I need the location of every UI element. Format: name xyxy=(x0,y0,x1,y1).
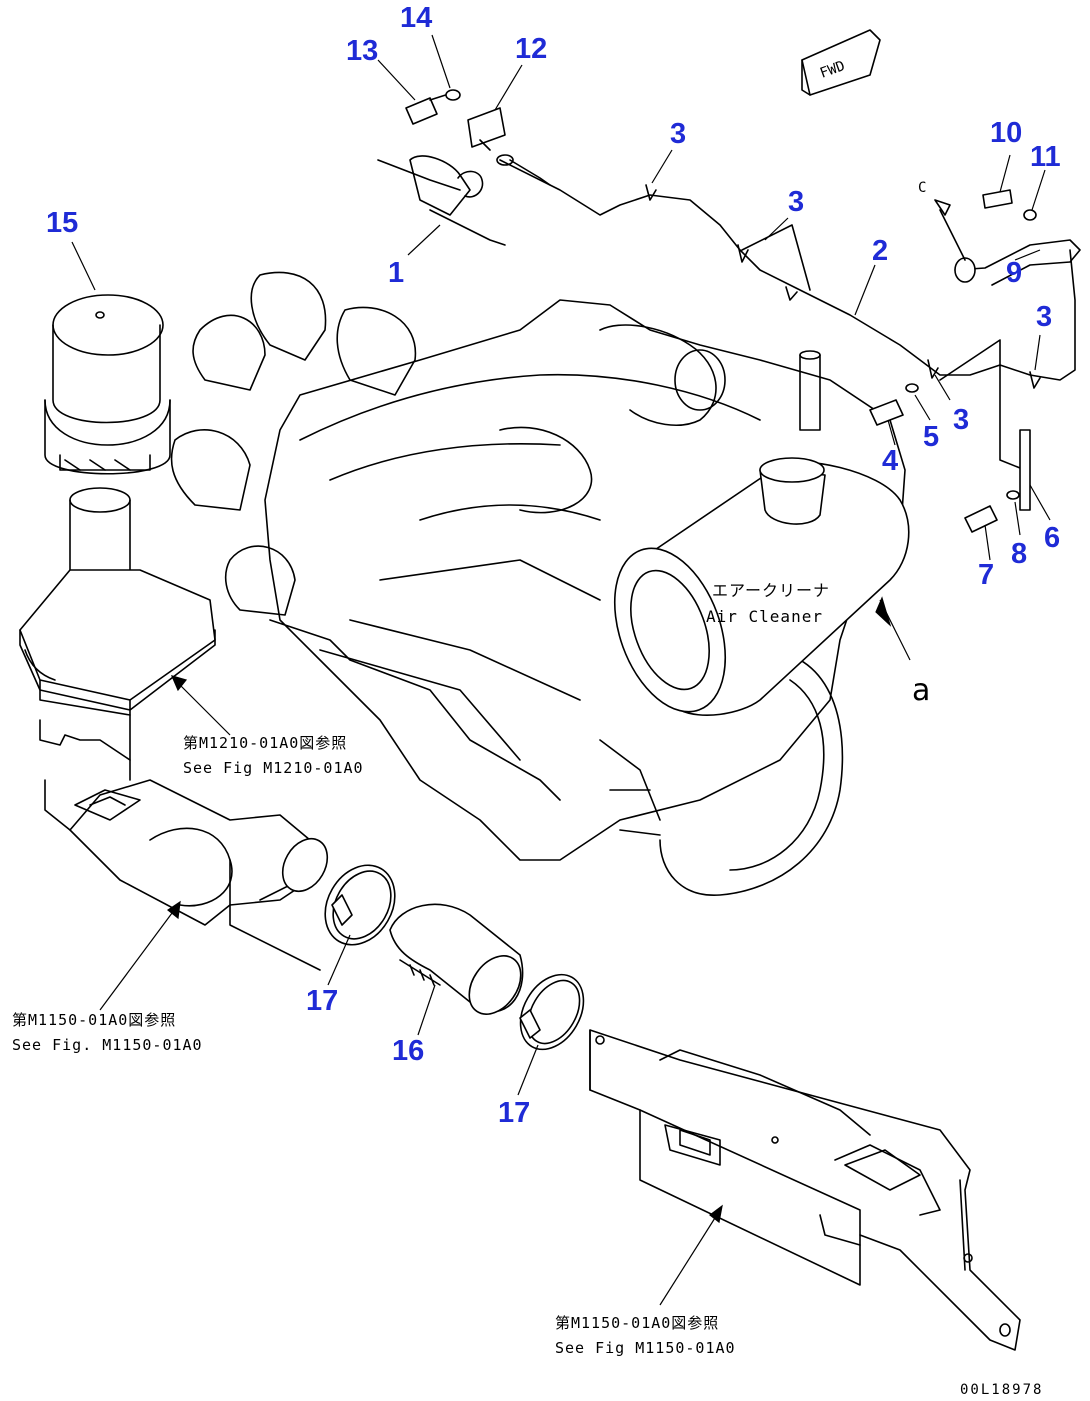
bottom-bracket xyxy=(589,1029,1021,1351)
leader-lines xyxy=(71,34,1051,1306)
part-number-9: 9 xyxy=(1006,257,1022,289)
part-number-3c: 3 xyxy=(1036,301,1052,333)
part-number-8: 8 xyxy=(1011,538,1027,570)
air-cleaner-label-jp: エアークリーナ xyxy=(712,581,830,600)
part-number-3d: 3 xyxy=(953,404,969,436)
clamps-and-hose xyxy=(324,864,585,1051)
part-number-10: 10 xyxy=(990,117,1022,149)
part-number-labels: 1 2 3 3 3 3 3 4 5 6 7 8 9 10 11 12 13 14… xyxy=(46,2,1061,1129)
air-cleaner-label-en: Air Cleaner xyxy=(706,607,823,626)
precleaner-and-duct xyxy=(19,294,329,971)
ref-1-jp: 第M1210-01A0図参照 xyxy=(183,734,347,752)
ref-3-jp: 第M1150-01A0図参照 xyxy=(555,1314,719,1332)
ref-2-jp: 第M1150-01A0図参照 xyxy=(12,1011,176,1029)
part-number-2: 2 xyxy=(872,235,888,267)
part-number-1: 1 xyxy=(388,257,404,289)
harness-drawing: C FWD xyxy=(377,29,1081,533)
detail-label-a: a xyxy=(912,673,930,708)
air-cleaner xyxy=(613,457,910,716)
ref-2-en: See Fig. M1150-01A0 xyxy=(12,1036,203,1054)
part-number-16: 16 xyxy=(392,1035,424,1067)
part-number-17a: 17 xyxy=(306,985,338,1017)
engine-drawing xyxy=(170,271,906,896)
ref-1-en: See Fig M1210-01A0 xyxy=(183,759,364,777)
part-number-15: 15 xyxy=(46,207,78,239)
part-number-11: 11 xyxy=(1030,141,1061,173)
drawing-code: 00L18978 xyxy=(960,1382,1043,1398)
part-number-6: 6 xyxy=(1044,522,1060,554)
part-number-12: 12 xyxy=(515,33,547,65)
part-number-14: 14 xyxy=(400,2,432,34)
part-number-17b: 17 xyxy=(498,1097,530,1129)
part-number-13: 13 xyxy=(346,35,378,67)
arrow-ref-c: C xyxy=(918,180,926,196)
ref-3-en: See Fig M1150-01A0 xyxy=(555,1339,736,1357)
part-number-5: 5 xyxy=(923,421,939,453)
part-number-4: 4 xyxy=(882,445,898,477)
part-number-3a: 3 xyxy=(670,118,686,150)
reference-notes: 第M1210-01A0図参照 See Fig M1210-01A0 第M1150… xyxy=(12,581,1043,1398)
part-number-7: 7 xyxy=(978,559,994,591)
part-number-3b: 3 xyxy=(788,186,804,218)
